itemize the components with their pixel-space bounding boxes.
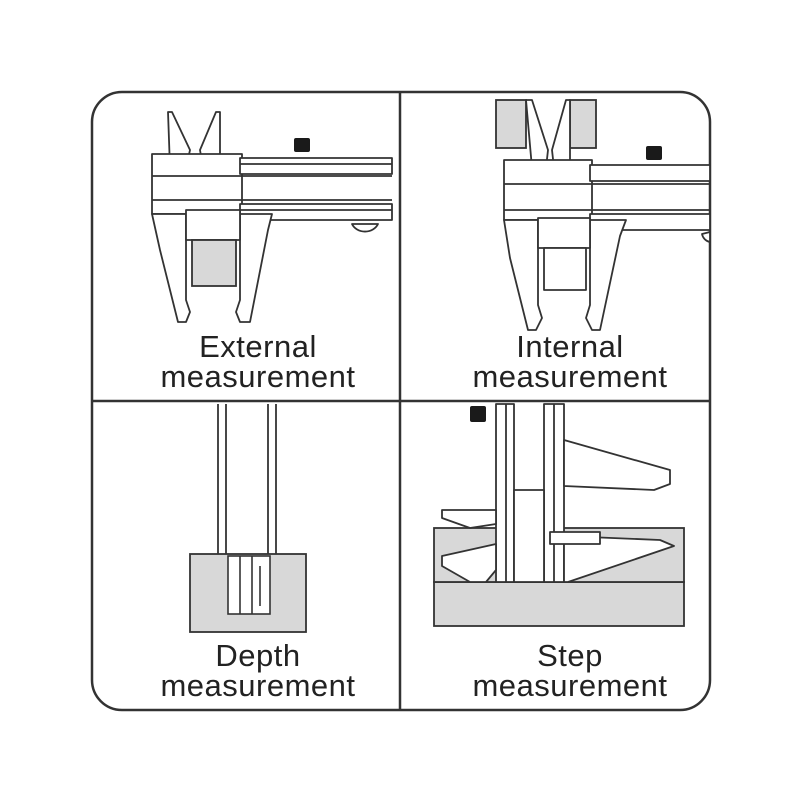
- measured-object: [191, 239, 237, 287]
- internal-label-line2: measurement: [472, 359, 667, 394]
- step-label-line1: Step: [537, 638, 603, 673]
- internal-lock-screw: [646, 146, 662, 160]
- external-lock-screw: [294, 138, 310, 152]
- step-lower-block: [433, 581, 685, 627]
- external-measurement-illustration: [151, 111, 393, 323]
- external-label-line1: External: [199, 329, 317, 364]
- internal-label-line1: Internal: [516, 329, 623, 364]
- internal-measurement-illustration: [503, 99, 711, 331]
- step-measurement-illustration: [441, 403, 675, 583]
- depth-measurement-illustration: [217, 404, 277, 554]
- internal-part-right: [569, 99, 597, 149]
- depth-label-line1: Depth: [215, 638, 300, 673]
- internal-part-left: [495, 99, 527, 149]
- depth-label-line2: measurement: [160, 668, 355, 703]
- depth-rod: [227, 555, 271, 615]
- external-label-line2: measurement: [160, 359, 355, 394]
- step-label-line2: measurement: [472, 668, 667, 703]
- step-lock-screw: [470, 406, 486, 422]
